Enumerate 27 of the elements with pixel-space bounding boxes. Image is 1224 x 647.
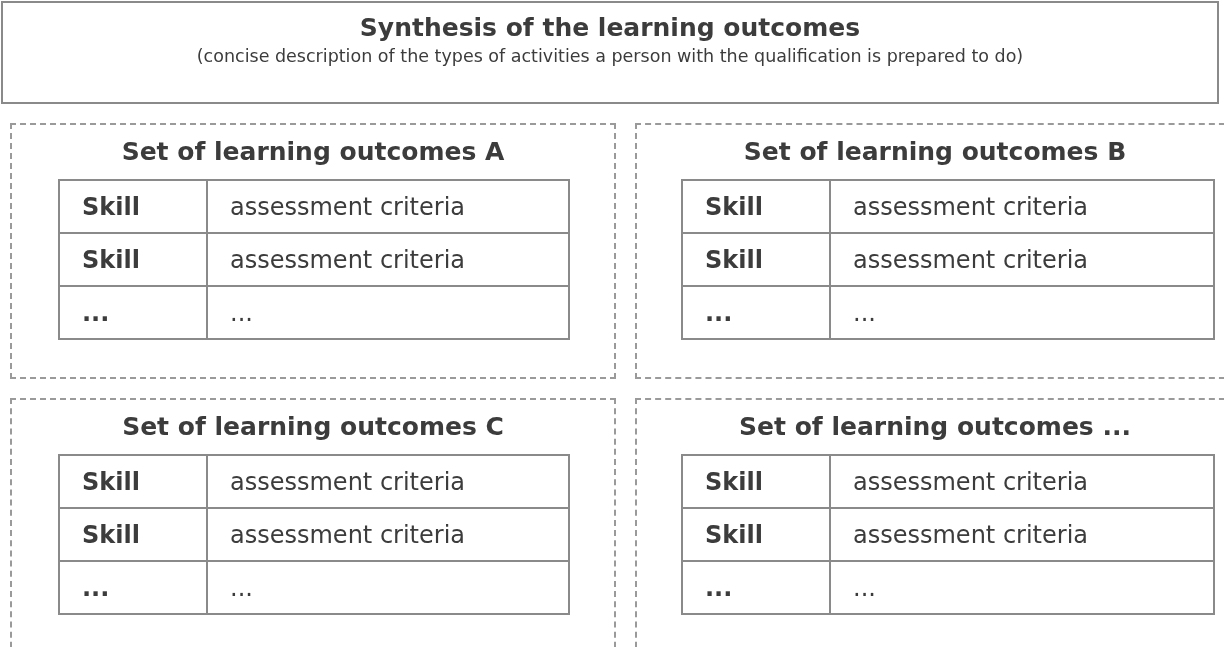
table-cell: ... — [58, 285, 208, 340]
summary-title: Synthesis of the learning outcomes — [359, 13, 861, 42]
panel-heading: Set of learning outcomes C — [122, 412, 504, 441]
table-cell: ... — [829, 285, 1215, 340]
table-cell: assessment criteria — [206, 454, 570, 509]
table-cell: ... — [681, 560, 831, 615]
dashed-panel — [10, 123, 616, 379]
dashed-panel — [635, 398, 1224, 647]
table-cell: ... — [206, 285, 570, 340]
table-cell: Skill — [58, 454, 208, 509]
panel-heading: Set of learning outcomes ... — [739, 412, 1131, 441]
table-cell: ... — [681, 285, 831, 340]
table-cell: Skill — [681, 454, 831, 509]
table-cell: assessment criteria — [829, 454, 1215, 509]
dashed-panel — [10, 398, 616, 647]
summary-description: (concise description of the types of activities a person with the qualification is prepared to do) — [196, 46, 1024, 66]
dashed-panel — [635, 123, 1224, 379]
table-cell: ... — [829, 560, 1215, 615]
table-cell: assessment criteria — [829, 179, 1215, 234]
table-cell: assessment criteria — [206, 179, 570, 234]
panel-heading: Set of learning outcomes B — [743, 137, 1127, 166]
table-cell: ... — [58, 560, 208, 615]
panel-heading: Set of learning outcomes A — [121, 137, 505, 166]
table-cell: ... — [206, 560, 570, 615]
summary-box — [1, 1, 1219, 104]
table-cell: Skill — [681, 179, 831, 234]
table-cell: Skill — [58, 179, 208, 234]
